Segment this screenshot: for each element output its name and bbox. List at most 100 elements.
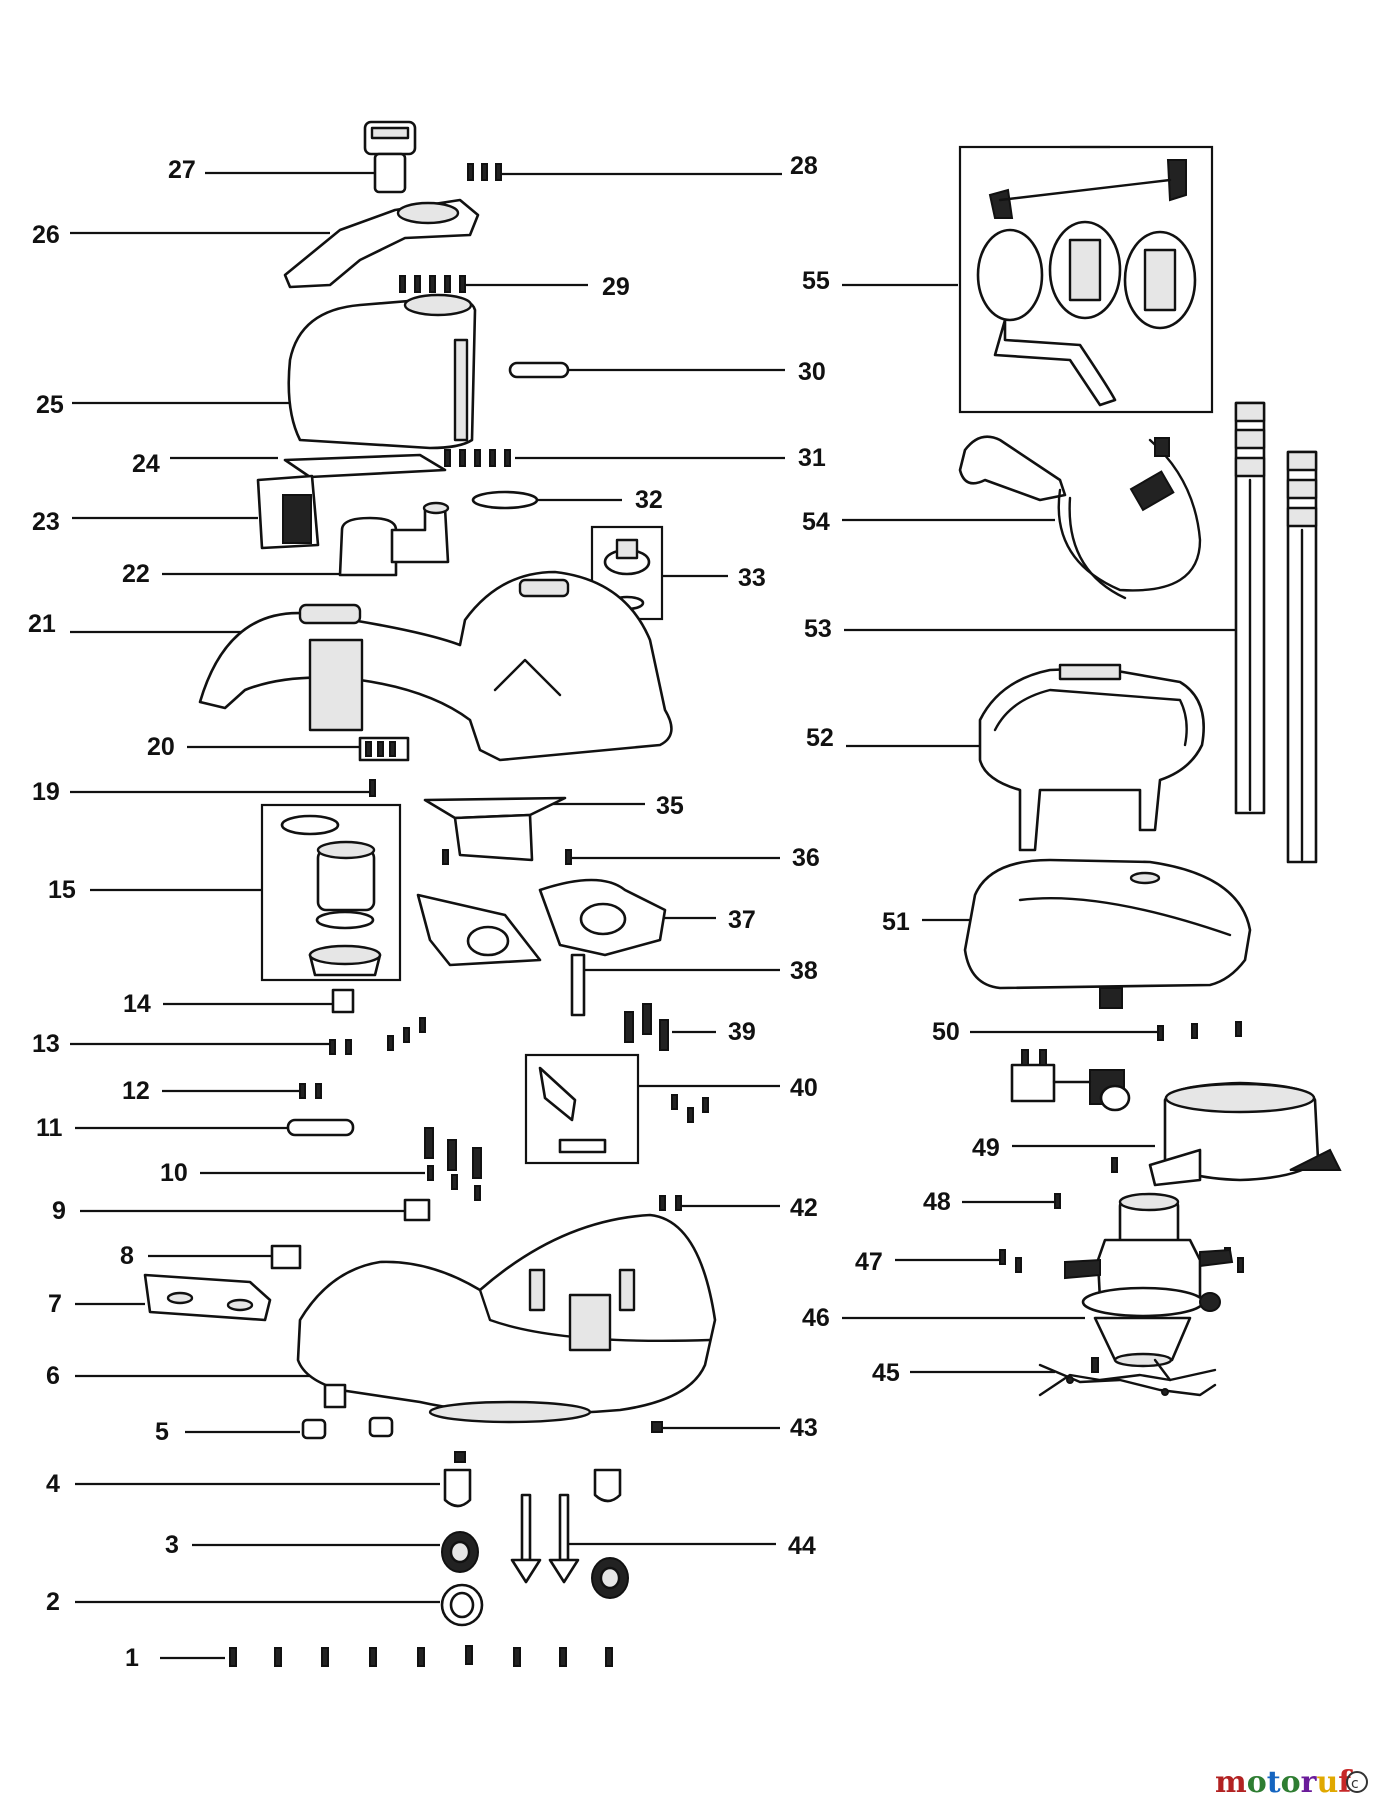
part-45-spring-clip	[1038, 1357, 1217, 1397]
watermark-letter: o	[1281, 1765, 1301, 1800]
watermark: motoruf c	[1215, 1765, 1368, 1800]
part-31-screws	[444, 449, 511, 467]
part-label-50: 50	[932, 1018, 960, 1046]
watermark-text: motoruf	[1215, 1765, 1353, 1800]
part-10-springs	[424, 1127, 482, 1201]
part-label-6: 6	[46, 1362, 60, 1390]
part-label-7: 7	[48, 1290, 62, 1318]
part-label-42: 42	[790, 1194, 818, 1222]
part-label-5: 5	[155, 1418, 169, 1446]
part-28-screws	[467, 163, 502, 181]
part-49-heater-plug	[1010, 1049, 1342, 1187]
part-36-screws	[442, 849, 572, 865]
part-3-rollers	[441, 1531, 629, 1599]
part-label-4: 4	[46, 1470, 60, 1498]
part-label-35: 35	[656, 792, 684, 820]
watermark-letter: f	[1338, 1765, 1353, 1800]
part-27-cap	[363, 120, 417, 194]
part-label-3: 3	[165, 1531, 179, 1559]
part-46-pump	[1064, 1192, 1234, 1368]
part-label-44: 44	[788, 1532, 816, 1560]
part-label-1: 1	[125, 1644, 139, 1672]
part-54-hose-handle	[958, 435, 1202, 600]
part-label-26: 26	[32, 221, 60, 249]
part-15-pump-unit	[260, 803, 402, 982]
part-9-block	[403, 1198, 431, 1222]
part-22-elbow-pipe	[338, 501, 450, 577]
part-label-49: 49	[972, 1134, 1000, 1162]
part-label-46: 46	[802, 1304, 830, 1332]
part-label-45: 45	[872, 1359, 900, 1387]
watermark-letter: o	[1247, 1765, 1267, 1800]
part-4-clips	[443, 1451, 622, 1508]
part-label-33: 33	[738, 564, 766, 592]
part-50-screws	[1157, 1021, 1242, 1041]
part-53-tubes	[1234, 401, 1318, 864]
part-label-32: 32	[635, 486, 663, 514]
part-12-screws	[299, 1083, 322, 1099]
part-7-bracket	[143, 1273, 272, 1322]
part-35-filter-box	[423, 796, 567, 862]
part-label-27: 27	[168, 156, 196, 184]
part-6-base-housing	[296, 1213, 717, 1424]
part-label-39: 39	[728, 1018, 756, 1046]
part-30-pin	[508, 361, 570, 379]
part-23-filter-block	[256, 474, 320, 550]
part-label-23: 23	[32, 508, 60, 536]
part-label-8: 8	[120, 1242, 134, 1270]
part-48-screw	[1054, 1193, 1061, 1209]
part-26-handle-top	[283, 198, 480, 289]
part-label-19: 19	[32, 778, 60, 806]
part-label-28: 28	[790, 152, 818, 180]
part-label-55: 55	[802, 267, 830, 295]
part-label-14: 14	[123, 990, 151, 1018]
part-19-screw	[369, 779, 376, 797]
part-label-13: 13	[32, 1030, 60, 1058]
part-24-gasket-plate	[283, 453, 447, 479]
part-label-54: 54	[802, 508, 830, 536]
part-37-38-front-panels	[416, 878, 667, 1017]
part-label-31: 31	[798, 444, 826, 472]
part-42-screws	[659, 1195, 682, 1211]
part-55-nozzle-set	[958, 145, 1214, 414]
part-label-15: 15	[48, 876, 76, 904]
part-51-cover	[963, 858, 1252, 1009]
part-43-screw	[651, 1421, 663, 1433]
part-25-water-tank	[287, 293, 477, 450]
part-1-screws	[229, 1645, 613, 1667]
part-32-o-ring	[471, 490, 539, 510]
part-14-clip	[331, 988, 355, 1014]
part-label-21: 21	[28, 610, 56, 638]
part-label-24: 24	[132, 450, 160, 478]
watermark-letter: r	[1301, 1765, 1318, 1800]
watermark-letter: m	[1215, 1765, 1247, 1800]
part-label-29: 29	[602, 273, 630, 301]
part-8-clip	[270, 1244, 302, 1270]
part-label-22: 22	[122, 560, 150, 588]
part-39-springs	[624, 1003, 669, 1051]
watermark-letter: u	[1316, 1765, 1338, 1800]
part-label-12: 12	[122, 1077, 150, 1105]
part-44-probes	[510, 1493, 580, 1584]
part-5-feet	[301, 1416, 394, 1440]
part-label-11: 11	[36, 1114, 63, 1142]
part-52-frame	[978, 663, 1205, 852]
part-label-38: 38	[790, 957, 818, 985]
part-21-main-housing	[198, 570, 673, 762]
part-label-20: 20	[147, 733, 175, 761]
part-label-2: 2	[46, 1588, 60, 1616]
part-label-47: 47	[855, 1248, 883, 1276]
part-40-latch-set	[524, 1053, 709, 1165]
part-label-9: 9	[52, 1197, 66, 1225]
part-label-43: 43	[790, 1414, 818, 1442]
part-29-screws	[399, 275, 466, 293]
part-13-screws	[329, 1017, 426, 1055]
part-label-53: 53	[804, 615, 832, 643]
part-20-connector	[358, 736, 410, 762]
part-label-10: 10	[160, 1159, 188, 1187]
part-label-25: 25	[36, 391, 64, 419]
part-label-36: 36	[792, 844, 820, 872]
copyright-mark: c	[1351, 1776, 1359, 1792]
part-11-pin	[286, 1118, 355, 1137]
part-label-40: 40	[790, 1074, 818, 1102]
